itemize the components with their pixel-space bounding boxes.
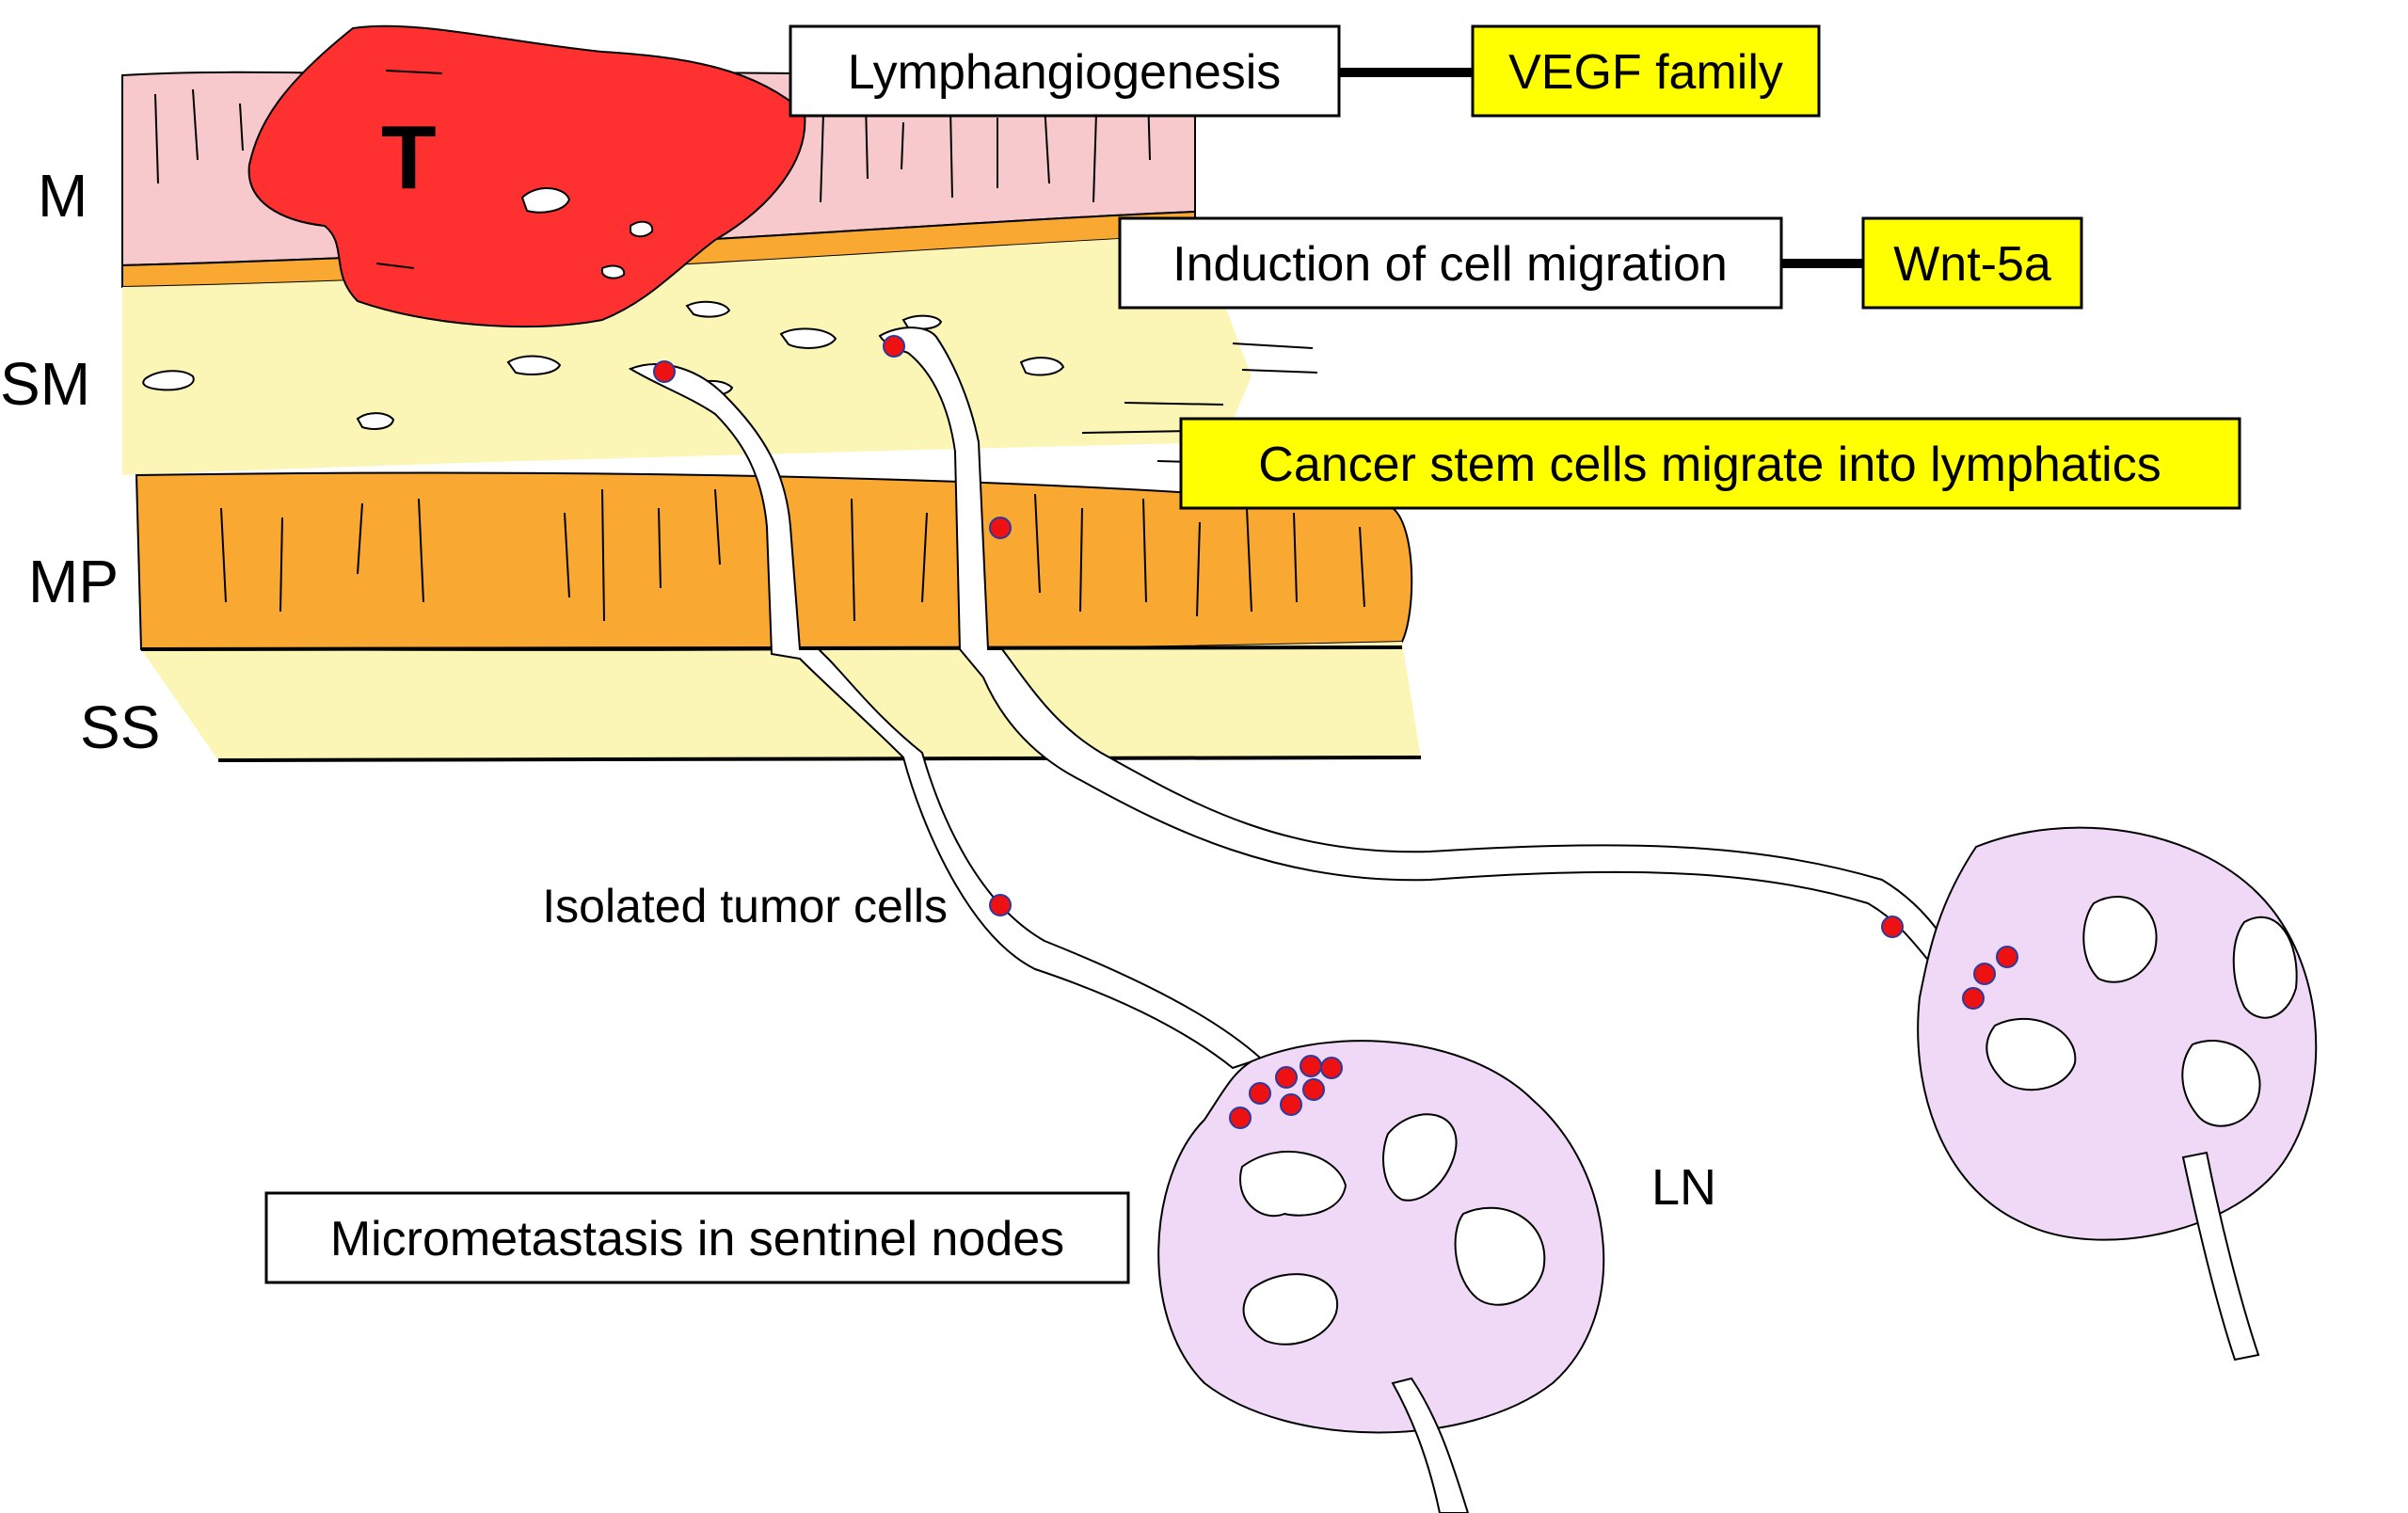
- tumor-cell: [1229, 1107, 1252, 1129]
- layer-labels: M SM MP SS T LN: [0, 107, 1716, 1216]
- tumor-texture: [375, 70, 443, 269]
- callouts: Lymphangiogenesis VEGF family Induction …: [264, 24, 2241, 1284]
- vegf-family-label: VEGF family: [1508, 45, 1783, 100]
- tumor-cell: [653, 360, 676, 383]
- subserosa-layer: [141, 642, 1421, 760]
- tumor-cell: [1302, 1078, 1325, 1101]
- tumor-cell: [1280, 1093, 1302, 1116]
- micrometastasis-box: [264, 1191, 1130, 1284]
- lymph-node-sentinel-follicles: [1239, 1113, 1546, 1346]
- tumor-cell: [989, 894, 1012, 916]
- tumor-cell: [1996, 946, 2018, 968]
- vegf-family-box: [1471, 24, 1821, 118]
- tumor-cell: [1275, 1066, 1298, 1089]
- wnt5a-box: [1861, 216, 2083, 310]
- muscularis-texture: [220, 488, 1365, 622]
- tumor-cell: [1300, 1055, 1322, 1077]
- tumor-cell: [989, 517, 1012, 539]
- tumor-cell: [1973, 963, 1996, 985]
- submucosa-vessels: [142, 300, 1065, 430]
- efferent-vessel-distal: [2181, 1151, 2260, 1362]
- wnt5a-label: Wnt-5a: [1893, 237, 2051, 292]
- tumor-cell: [883, 335, 905, 358]
- isolated-tumor-cells-label: Isolated tumor cells: [542, 880, 948, 932]
- cell-migration-label: Induction of cell migration: [1172, 237, 1728, 292]
- connector-lines: [1339, 68, 1863, 268]
- lymph-node-distal: [1917, 826, 2318, 1362]
- tumor-cell: [1249, 1082, 1271, 1105]
- lymphangiogenesis-label: Lymphangiogenesis: [848, 45, 1282, 100]
- tumor-cell: [1881, 916, 1904, 938]
- cancer-stem-cells-box: [1179, 417, 2241, 510]
- cancer-stem-cells-label: Cancer stem cells migrate into lymphatic…: [1258, 438, 2161, 492]
- layer-label-mp: MP: [28, 548, 119, 615]
- tumor-cell: [1962, 987, 1985, 1010]
- lymphangiogenesis-box: [789, 24, 1341, 118]
- lymph-node-sentinel: [1157, 1040, 1605, 1513]
- lymph-node-distal-body: [1917, 826, 2318, 1241]
- tumor: [247, 24, 806, 328]
- tumor-cells: [653, 335, 2018, 1129]
- lymph-node-distal-follicles: [1985, 896, 2298, 1127]
- micrometastasis-label: Micrometastasis in sentinel nodes: [330, 1212, 1064, 1266]
- tumor-cavities: [520, 187, 654, 279]
- layer-label-ss: SS: [80, 693, 160, 761]
- lymph-node-label: LN: [1651, 1159, 1716, 1216]
- tumor-cell: [1320, 1057, 1343, 1079]
- tumor-label: T: [381, 107, 437, 208]
- layer-label-sm: SM: [0, 350, 90, 418]
- cell-migration-box: [1118, 216, 1783, 310]
- tumor-mass: [247, 24, 806, 328]
- efferent-vessel-sentinel: [1391, 1377, 1470, 1513]
- layer-label-m: M: [38, 162, 88, 230]
